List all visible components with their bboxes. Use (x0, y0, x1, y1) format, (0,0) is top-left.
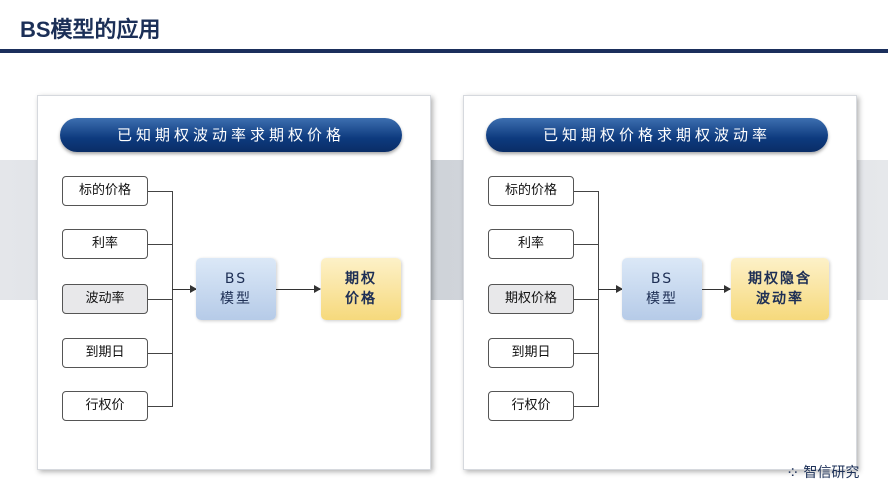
connector (148, 299, 172, 300)
page-title: BS模型的应用 (20, 17, 161, 42)
connector (574, 406, 598, 407)
connector-bus (598, 191, 599, 407)
result-box: 期权价格 (321, 258, 401, 320)
left-header: 已知期权波动率求期权价格 (60, 118, 402, 152)
connector (148, 353, 172, 354)
arrow (172, 285, 197, 293)
logo-dots-icon: ⁘ (786, 462, 800, 482)
input-box: 标的价格 (488, 176, 574, 206)
input-box: 到期日 (62, 338, 148, 368)
connector (148, 191, 172, 192)
connector-bus (172, 191, 173, 407)
model-label: 模型 (220, 291, 252, 307)
right-header: 已知期权价格求期权波动率 (486, 118, 828, 152)
input-box: 标的价格 (62, 176, 148, 206)
right-panel: 已知期权价格求期权波动率 标的价格 利率 期权价格 到期日 行权价 BS 模型 期… (463, 95, 857, 470)
bs-model-box: BS 模型 (196, 258, 276, 320)
input-box-highlight: 波动率 (62, 284, 148, 314)
input-box: 行权价 (62, 391, 148, 421)
bs-model-box: BS 模型 (622, 258, 702, 320)
arrow (598, 285, 623, 293)
input-box-highlight: 期权价格 (488, 284, 574, 314)
result-label: 价格 (345, 291, 377, 307)
connector (148, 406, 172, 407)
title-divider (0, 49, 888, 53)
input-box: 行权价 (488, 391, 574, 421)
result-label: 期权 (345, 271, 377, 287)
left-panel: 已知期权波动率求期权价格 标的价格 利率 波动率 到期日 行权价 BS 模型 期权… (37, 95, 431, 470)
connector (574, 353, 598, 354)
connector (574, 244, 598, 245)
result-label: 期权隐含 (748, 271, 812, 287)
connector (148, 244, 172, 245)
result-box: 期权隐含波动率 (731, 258, 829, 320)
input-box: 利率 (62, 229, 148, 259)
brand-logo: ⁘ 智信研究 (786, 462, 859, 482)
connector (574, 191, 598, 192)
connector (574, 299, 598, 300)
arrow (276, 285, 321, 293)
model-label: BS (224, 271, 248, 287)
input-box: 利率 (488, 229, 574, 259)
arrow (702, 285, 731, 293)
result-label: 波动率 (756, 291, 804, 307)
model-label: BS (650, 271, 674, 287)
input-box: 到期日 (488, 338, 574, 368)
logo-text: 智信研究 (803, 465, 860, 481)
model-label: 模型 (646, 291, 678, 307)
